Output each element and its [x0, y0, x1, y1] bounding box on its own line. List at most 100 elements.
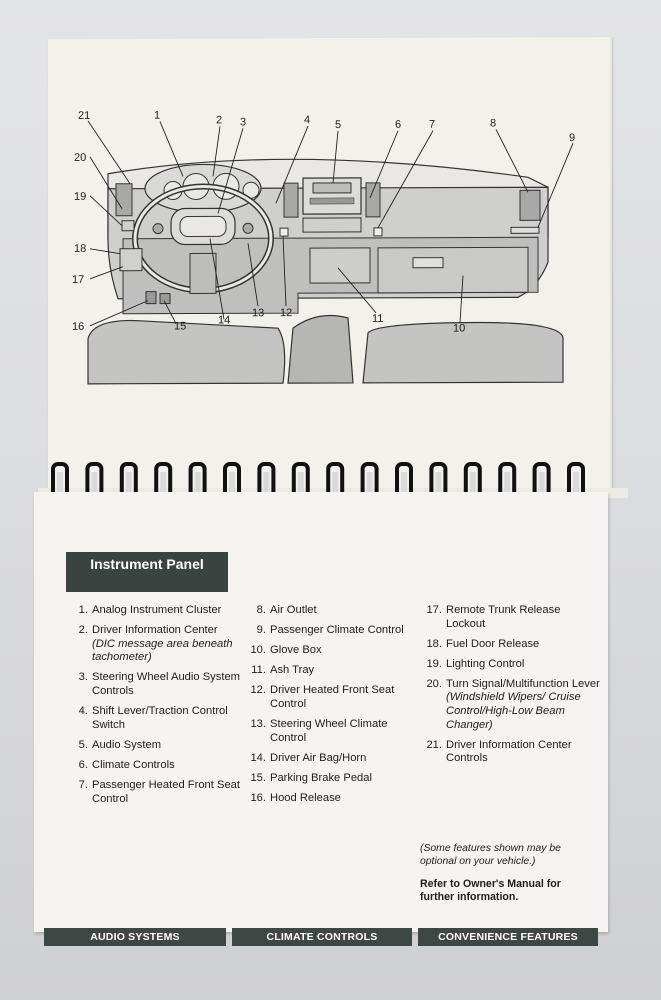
callout-12: 12: [280, 307, 292, 319]
legend-item-number: 16.: [250, 791, 266, 804]
callout-6: 6: [395, 119, 401, 131]
legend-item-text: Passenger Climate Control: [270, 624, 414, 638]
legend-item: 9. Passenger Climate Control: [244, 624, 414, 638]
legend-item: 4. Shift Lever/Traction Control Switch: [70, 705, 240, 732]
legend-item-number: 4.: [78, 705, 88, 718]
legend-item-number: 15.: [250, 771, 266, 784]
legend-item-number: 13.: [250, 718, 266, 731]
legend-item-text: Driver Air Bag/Horn: [270, 752, 414, 766]
legend-item-label: Hood Release: [270, 791, 341, 804]
legend-item-label: Parking Brake Pedal: [270, 771, 372, 784]
callout-1: 1: [154, 110, 160, 122]
legend-item-text: Driver Information Center(DIC message ar…: [92, 624, 240, 665]
legend-item-label: Climate Controls: [92, 758, 175, 771]
callout-20: 20: [74, 152, 86, 164]
legend-item: 8. Air Outlet: [244, 604, 414, 618]
legend-item-number: 9.: [256, 624, 266, 637]
legend-item-label: Shift Lever/Traction Control Switch: [92, 705, 228, 731]
legend-item: 20. Turn Signal/Multifunction Lever(Winds…: [420, 678, 600, 732]
legend-item: 19. Lighting Control: [420, 658, 600, 672]
legend-page: Instrument Panel 1.Analog Instrument Clu…: [34, 492, 608, 932]
legend-item-number: 20.: [426, 677, 442, 690]
legend-item: 15. Parking Brake Pedal: [244, 772, 414, 786]
legend-item-text: Glove Box: [270, 644, 414, 658]
legend-item-text: Climate Controls: [92, 759, 240, 773]
legend-item-label: Passenger Heated Front Seat Control: [92, 778, 241, 805]
callout-19: 19: [74, 191, 86, 203]
legend-item-text: Turn Signal/Multifunction Lever(Windshie…: [446, 678, 600, 732]
legend-item-label: Lighting Control: [446, 657, 525, 670]
section-title: Instrument Panel: [66, 552, 228, 592]
legend-item-text: Parking Brake Pedal: [270, 772, 414, 786]
optional-features-note: (Some features shown may be optional on …: [420, 843, 561, 867]
legend-item-text: Lighting Control: [446, 658, 600, 672]
callout-11: 11: [372, 313, 383, 325]
legend-item-text: Steering Wheel Audio System Controls: [92, 671, 240, 698]
legend-item-number: 5.: [78, 738, 88, 751]
callout-10: 10: [453, 323, 465, 335]
legend-column-1: 1.Analog Instrument Cluster 2. Driver Info…: [70, 604, 240, 813]
legend-item-number: 18.: [426, 637, 442, 650]
legend-column-2: 8. Air Outlet 9. Passenger Climate Control 1…: [244, 604, 414, 812]
legend-item-label: Driver Heated Front Seat Control: [270, 684, 395, 710]
legend-item-label: Driver Information Center Controls: [446, 738, 572, 765]
legend-item: 1.Analog Instrument Cluster: [70, 604, 240, 618]
legend-item-text: Fuel Door Release: [446, 638, 600, 652]
callout-17: 17: [72, 274, 84, 286]
callout-13: 13: [252, 307, 264, 319]
callout-7: 7: [429, 119, 435, 131]
tab-climate-controls[interactable]: CLIMATE CONTROLS: [232, 928, 412, 946]
legend-item-label: Steering Wheel Climate Control: [270, 718, 388, 744]
legend-item: 14. Driver Air Bag/Horn: [244, 752, 414, 766]
legend-item-number: 2.: [78, 624, 88, 637]
legend-item-text: Analog Instrument Cluster: [92, 604, 240, 618]
legend-item-note: (DIC message area beneath tachometer): [92, 637, 233, 664]
legend-item-label: Remote Trunk Release Lockout: [446, 604, 561, 630]
legend-item: 21.Driver Information Center Controls: [420, 739, 600, 766]
callout-3: 3: [240, 116, 246, 128]
legend-item: 10. Glove Box: [244, 644, 414, 658]
legend-item-number: 19.: [426, 657, 442, 670]
legend-item-text: Passenger Heated Front Seat Control: [92, 779, 240, 806]
diagram-page: 21 1 2 3 4 5 6 7 8 9 20 19 18 17 16 15 1…: [48, 37, 612, 494]
legend-item-number: 6.: [78, 758, 88, 771]
legend-item-label: Passenger Climate Control: [270, 624, 404, 637]
legend-item: 18. Fuel Door Release: [420, 638, 600, 652]
callout-14: 14: [218, 314, 230, 326]
section-tabs: AUDIO SYSTEMS CLIMATE CONTROLS CONVENIEN…: [42, 928, 602, 948]
legend-item-label: Ash Tray: [270, 664, 315, 677]
legend-item-text: Steering Wheel Climate Control: [270, 718, 414, 745]
legend-item: 13. Steering Wheel Climate Control: [244, 718, 414, 745]
callout-15: 15: [174, 321, 186, 333]
tab-audio-systems[interactable]: AUDIO SYSTEMS: [44, 928, 226, 946]
legend-item: 2. Driver Information Center(DIC message …: [70, 624, 240, 665]
legend-item-number: 8.: [256, 604, 266, 616]
legend-item-text: Ash Tray: [270, 664, 414, 678]
legend-item: 12. Driver Heated Front Seat Control: [244, 684, 414, 711]
callout-5: 5: [335, 119, 341, 131]
instrument-panel-diagram: 21 1 2 3 4 5 6 7 8 9 20 19 18 17 16 15 1…: [72, 110, 575, 385]
legend-item-label: Steering Wheel Audio System Controls: [92, 671, 240, 697]
legend-item-number: 11.: [251, 664, 266, 677]
legend-item-text: Hood Release: [270, 792, 414, 806]
legend-item: 17. Remote Trunk Release Lockout: [420, 604, 600, 631]
callout-18: 18: [74, 243, 86, 255]
legend-item-text: Driver Information Center Controls: [446, 739, 600, 766]
legend-item-label: Turn Signal/Multifunction Lever: [446, 677, 600, 690]
legend-item-number: 14.: [250, 751, 266, 764]
legend-item-text: Shift Lever/Traction Control Switch: [92, 705, 240, 732]
legend-item-number: 10.: [250, 644, 266, 657]
legend-item-label: Air Outlet: [270, 604, 317, 616]
callout-16: 16: [72, 321, 84, 333]
tab-convenience-features[interactable]: CONVENIENCE FEATURES: [418, 928, 598, 946]
owners-manual-note: Refer to Owner's Manual for further info…: [420, 878, 561, 903]
legend-item-text: Driver Heated Front Seat Control: [270, 684, 414, 711]
legend-item-number: 12.: [250, 684, 266, 697]
legend-item: 7.Passenger Heated Front Seat Control: [70, 779, 240, 806]
callout-4: 4: [304, 114, 310, 126]
legend-item-label: Driver Air Bag/Horn: [270, 751, 367, 764]
legend-item-number: 17.: [426, 604, 442, 616]
legend-item: 6. Climate Controls: [70, 759, 240, 773]
callout-8: 8: [490, 117, 496, 129]
legend-item-label: Analog Instrument Cluster: [92, 604, 222, 616]
